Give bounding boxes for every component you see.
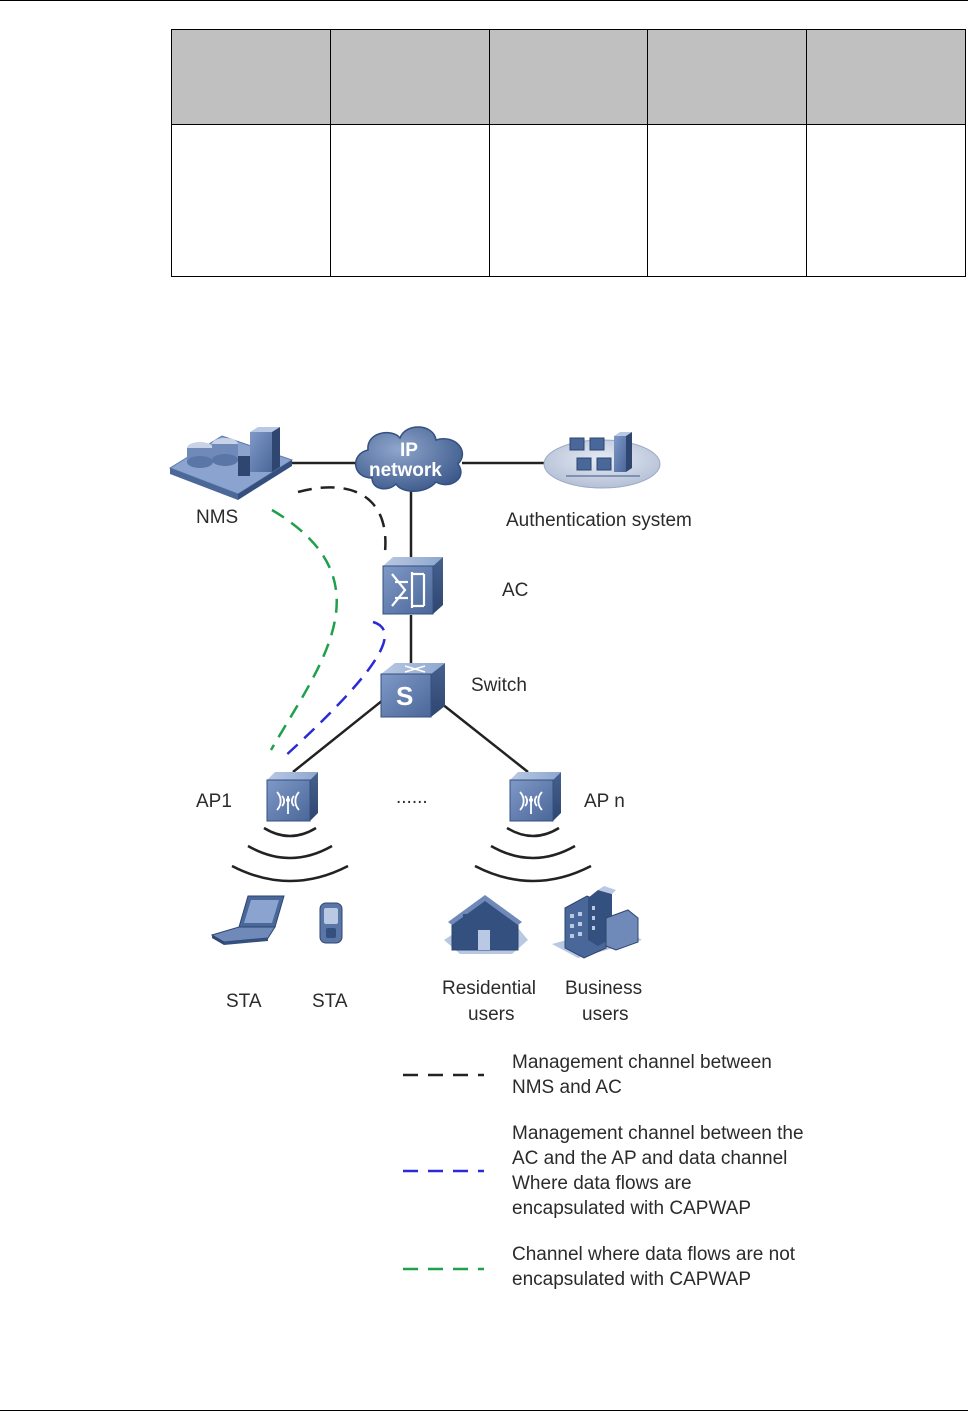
channel-ac-ap	[282, 620, 387, 759]
nms-label: NMS	[196, 507, 238, 528]
table-row	[171, 124, 966, 277]
legend-text: encapsulated with CAPWAP	[512, 1269, 751, 1290]
network-links	[285, 461, 550, 773]
table-header-cell	[488, 29, 649, 125]
legend-text: Where data flows are	[512, 1173, 692, 1194]
link-switch-ap1	[292, 699, 384, 773]
business-users-label-line2: users	[582, 1004, 628, 1025]
channel-nms-ac	[297, 486, 387, 553]
switch-label: Switch	[471, 675, 527, 696]
legend-text: Channel where data flows are not	[512, 1244, 796, 1265]
ap1-wireless-waves-icon	[231, 826, 349, 883]
table-cell	[329, 124, 490, 277]
authentication-system-icon	[543, 432, 661, 489]
office-building-icon	[552, 886, 642, 959]
table-cell	[488, 124, 649, 277]
legend-text: encapsulated with CAPWAP	[512, 1198, 751, 1219]
residential-users-label-line1: Residential	[442, 978, 536, 999]
table-cell	[806, 124, 966, 277]
legend-text: AC and the AP and data channel	[512, 1148, 787, 1169]
link-switch-apn	[436, 699, 529, 773]
table-cell	[171, 124, 331, 277]
ac-device-icon	[382, 557, 443, 615]
page-footer-rule	[0, 1410, 968, 1411]
channel-nms-ap-data	[269, 508, 338, 751]
business-users-label-line1: Business	[565, 978, 642, 999]
switch-icon	[380, 663, 445, 718]
legend-text: NMS and AC	[512, 1077, 622, 1098]
apn-device-icon	[509, 772, 561, 822]
table-header-row	[171, 29, 966, 125]
apn-wireless-waves-icon	[474, 826, 592, 883]
ap1-device-icon	[266, 772, 318, 822]
table-header-cell	[171, 29, 331, 125]
legend: Management channel between NMS and AC Ma…	[403, 1052, 804, 1290]
nms-icon	[168, 427, 294, 500]
ip-network-label-line2: network	[369, 460, 442, 481]
sta-label-2: STA	[312, 991, 348, 1012]
phone-icon	[319, 902, 343, 944]
residential-users-label-line2: users	[468, 1004, 514, 1025]
table-header-cell	[647, 29, 808, 125]
sta-label-1: STA	[226, 991, 262, 1012]
table-cell	[647, 124, 808, 277]
legend-text: Management channel between	[512, 1052, 772, 1073]
house-icon	[444, 895, 528, 954]
ap1-label: AP1	[196, 791, 232, 812]
ip-network-cloud-icon	[355, 426, 464, 492]
authentication-system-label: Authentication system	[506, 510, 692, 531]
page-header-rule	[0, 0, 968, 1]
switch-letter: S	[396, 681, 413, 711]
legend-text: Management channel between the	[512, 1123, 804, 1144]
ac-label: AC	[502, 580, 528, 601]
table-header-cell	[806, 29, 966, 125]
spec-table	[171, 29, 966, 277]
ap-ellipsis: ......	[396, 787, 428, 808]
apn-label: AP n	[584, 791, 625, 812]
laptop-icon	[210, 895, 285, 945]
ip-network-label-line1: IP	[400, 440, 418, 461]
